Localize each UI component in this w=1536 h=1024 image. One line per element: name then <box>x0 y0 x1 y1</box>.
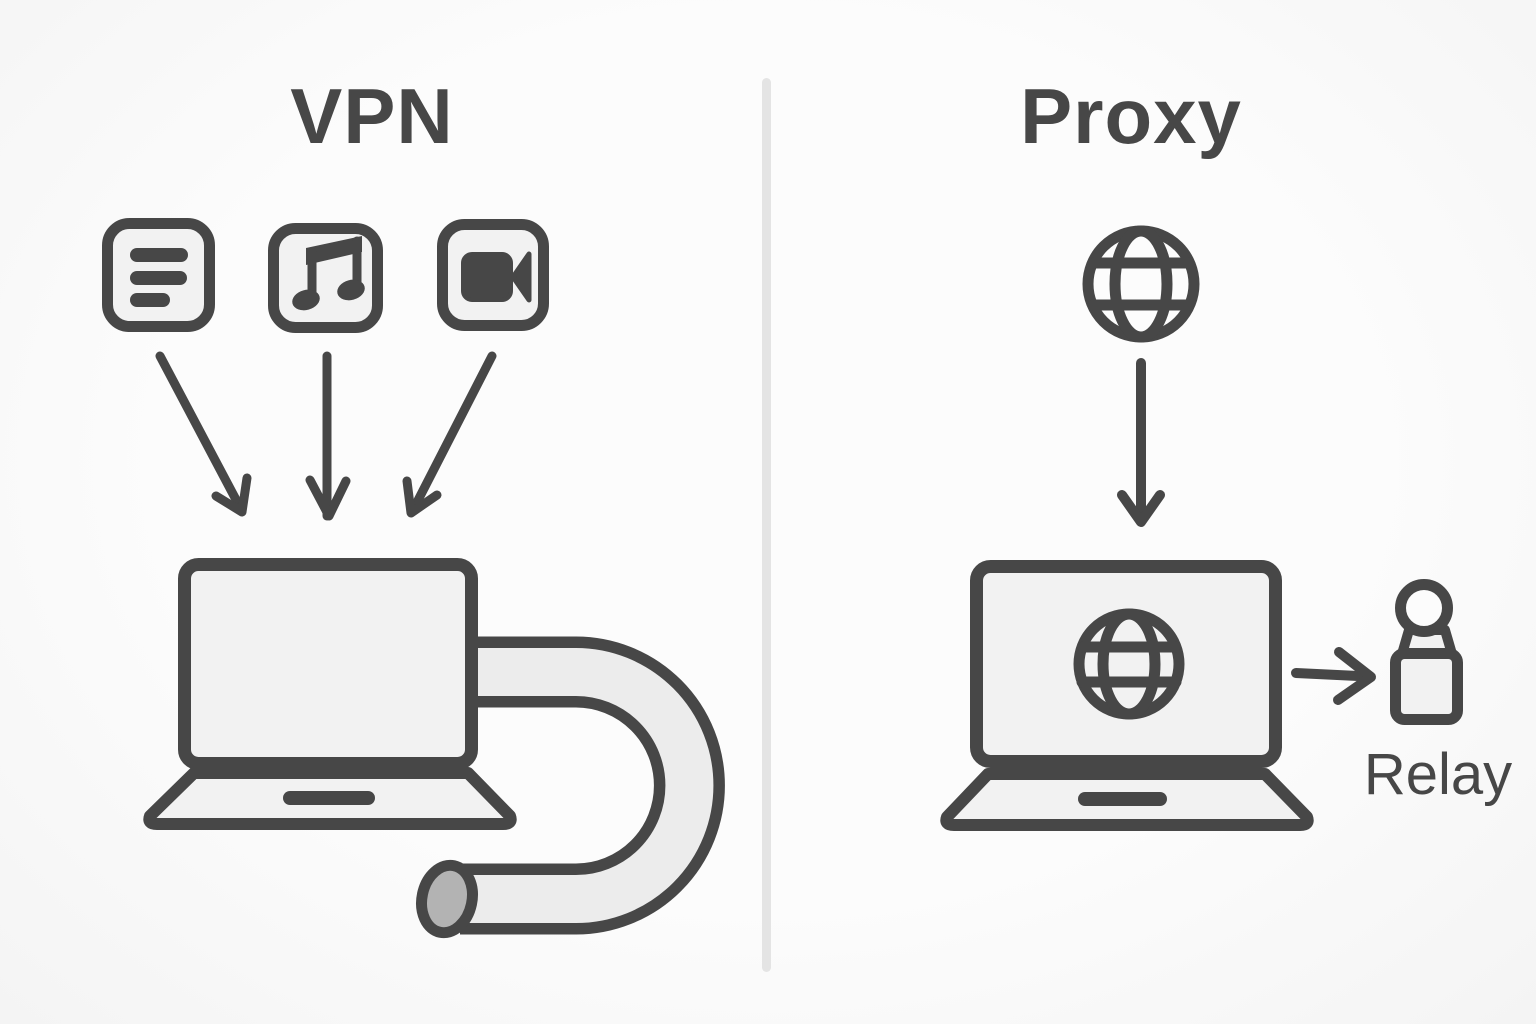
arrow-right-icon <box>1291 647 1376 705</box>
laptop-icon-vpn <box>143 558 517 830</box>
arrow-down-right-icon <box>155 351 252 517</box>
music-icon <box>268 223 383 333</box>
video-icon <box>437 219 549 331</box>
document-icon <box>102 218 215 332</box>
tunnel-opening <box>416 859 478 939</box>
globe-icon <box>1082 225 1200 343</box>
relay-body <box>1390 648 1463 725</box>
relay-head <box>1395 579 1453 637</box>
arrow-down-icon <box>305 351 351 521</box>
laptop-trackpad-notch <box>283 791 375 805</box>
arrow-down-icon-proxy <box>1117 358 1165 527</box>
globe-on-screen-icon <box>1073 608 1185 720</box>
relay-label: Relay <box>1363 741 1513 807</box>
vpn-tunnel <box>416 636 725 939</box>
laptop-screen <box>970 560 1282 768</box>
laptop-icon-proxy <box>940 560 1314 831</box>
arrow-down-left-icon <box>402 351 497 518</box>
panel-divider <box>762 78 771 972</box>
vpn-title: VPN <box>290 71 454 160</box>
laptop-trackpad-notch <box>1078 792 1167 806</box>
laptop-screen <box>178 558 478 770</box>
relay-icon <box>1390 579 1463 725</box>
proxy-title: Proxy <box>1020 71 1242 160</box>
